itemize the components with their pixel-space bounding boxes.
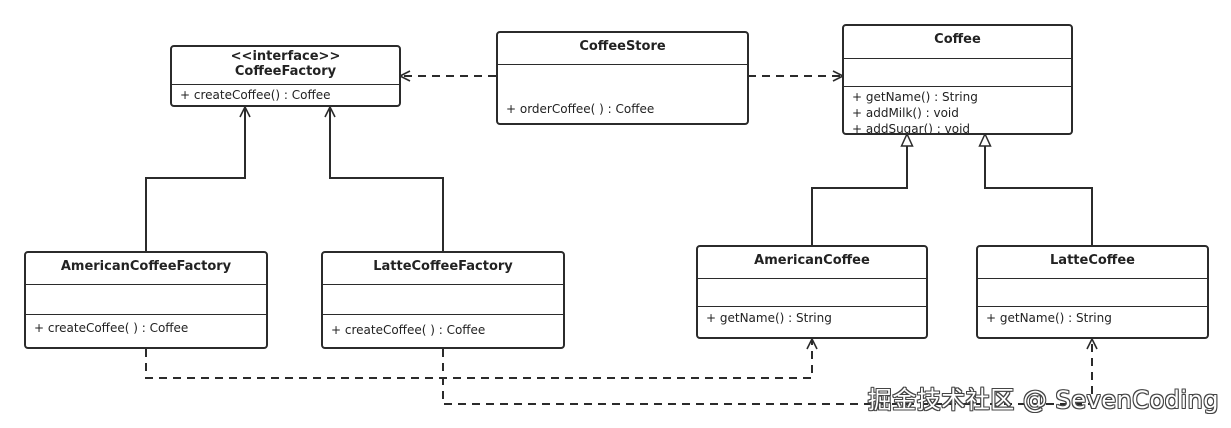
method: + addSugar() : void xyxy=(852,122,971,135)
class-methods: + getName() : String xyxy=(978,307,1207,337)
class-title: LatteCoffeeFactory xyxy=(323,253,563,285)
class-name: AmericanCoffee xyxy=(754,253,870,268)
class-title: AmericanCoffee xyxy=(698,247,926,279)
method: + getName() : String xyxy=(706,311,832,325)
watermark: 掘金技术社区 @ SevenCoding xyxy=(867,386,1219,414)
class-coffee-store[interactable]: CoffeeStore + orderCoffee( ) : Coffee xyxy=(496,31,749,125)
class-attributes xyxy=(698,279,926,307)
class-name: CoffeeStore xyxy=(579,39,666,54)
class-coffee[interactable]: Coffee + getName() : String + addMilk() … xyxy=(842,24,1073,135)
class-methods: + createCoffee() : Coffee xyxy=(172,85,399,105)
class-attributes xyxy=(844,59,1071,87)
class-methods: + getName() : String + addMilk() : void … xyxy=(844,87,1071,133)
method: + orderCoffee( ) : Coffee xyxy=(506,102,655,116)
class-name: CoffeeFactory xyxy=(234,64,337,79)
method: + createCoffee( ) : Coffee xyxy=(34,321,189,335)
stereotype-label: <<interface>> xyxy=(230,49,341,64)
association-americanfactory-to-factory xyxy=(145,107,245,252)
class-attributes xyxy=(323,285,563,315)
method: + getName() : String xyxy=(986,311,1112,325)
class-methods: + createCoffee( ) : Coffee xyxy=(323,315,563,347)
class-title: Coffee xyxy=(844,26,1071,59)
class-american-coffee-factory[interactable]: AmericanCoffeeFactory + createCoffee( ) … xyxy=(24,251,268,349)
association-lattefactory-to-factory xyxy=(330,107,444,252)
method: + getName() : String xyxy=(852,90,978,104)
class-latte-coffee-factory[interactable]: LatteCoffeeFactory + createCoffee( ) : C… xyxy=(321,251,565,349)
class-name: LatteCoffee xyxy=(1050,253,1135,268)
class-attributes xyxy=(978,279,1207,307)
class-title: LatteCoffee xyxy=(978,247,1207,279)
class-name: AmericanCoffeeFactory xyxy=(60,259,232,274)
class-title: <<interface>> CoffeeFactory xyxy=(172,47,399,85)
method: + createCoffee() : Coffee xyxy=(180,88,331,102)
method: + createCoffee( ) : Coffee xyxy=(331,323,486,337)
method: + addMilk() : void xyxy=(852,106,959,120)
generalization-lattecoffee-to-coffee xyxy=(985,134,1093,245)
class-name: Coffee xyxy=(934,32,981,47)
dependency-lattefactory-to-lattecoffee xyxy=(442,339,1092,405)
class-title: CoffeeStore xyxy=(498,33,747,65)
class-methods: + getName() : String xyxy=(698,307,926,337)
class-methods: + createCoffee( ) : Coffee xyxy=(26,315,266,347)
class-title: AmericanCoffeeFactory xyxy=(26,253,266,285)
dependency-americanfactory-to-americancoffee xyxy=(145,339,812,379)
class-methods: + orderCoffee( ) : Coffee xyxy=(498,99,747,123)
class-coffee-factory[interactable]: <<interface>> CoffeeFactory + createCoff… xyxy=(170,45,401,107)
class-attributes xyxy=(26,285,266,315)
class-latte-coffee[interactable]: LatteCoffee + getName() : String xyxy=(976,245,1209,339)
class-american-coffee[interactable]: AmericanCoffee + getName() : String xyxy=(696,245,928,339)
generalization-americancoffee-to-coffee xyxy=(811,134,907,245)
class-name: LatteCoffeeFactory xyxy=(373,259,513,274)
